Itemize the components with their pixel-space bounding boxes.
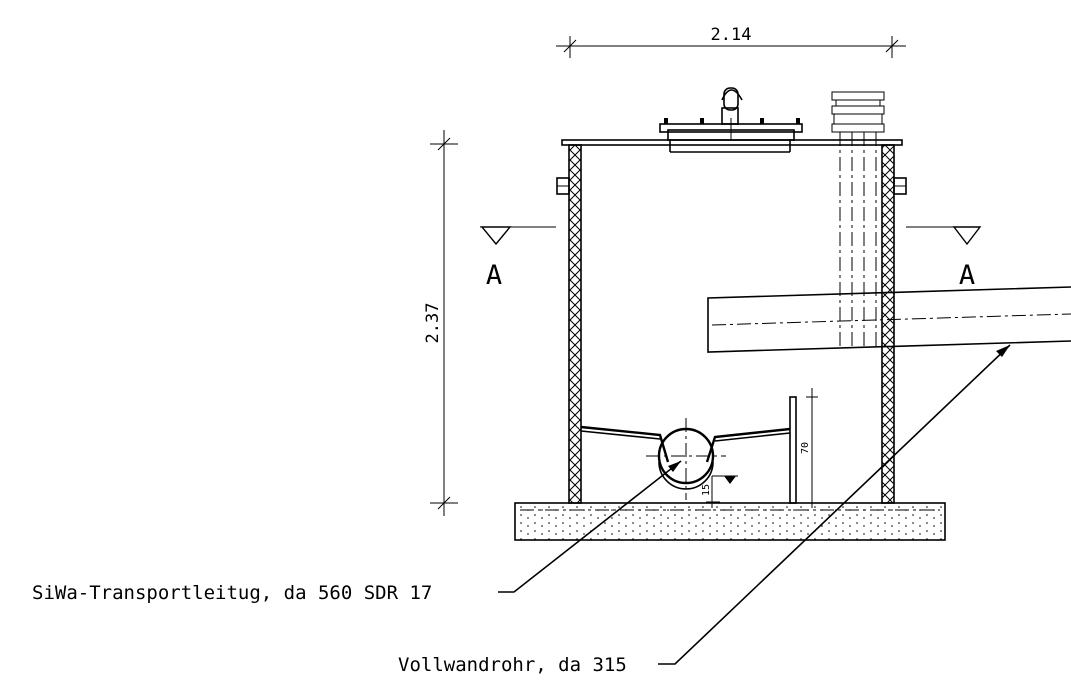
weir-wall: 70 [789, 388, 818, 508]
wall-height-label: 70 [800, 442, 811, 454]
leader-transport-pipe [498, 460, 682, 593]
manhole-cover [659, 87, 803, 153]
right-wall [881, 144, 895, 504]
left-wall [568, 144, 582, 504]
dimension-top-width: 2.14 [556, 25, 906, 58]
section-marker-right-label: A [959, 260, 975, 291]
solid-pipe-label: Vollwandrohr, da 315 [398, 654, 627, 676]
transport-pipe-label: SiWa-Transportleitug, da 560 SDR 17 [32, 582, 432, 604]
benching [580, 425, 791, 463]
inlet-pipe [707, 286, 1071, 353]
invert-marker: 15 [701, 475, 738, 508]
shaft-body [514, 139, 946, 541]
invert-offset-label: 15 [701, 484, 712, 496]
section-marker-left: A [480, 226, 556, 291]
dimension-top-width-label: 2.14 [711, 25, 752, 45]
dimension-height-label: 2.37 [423, 303, 443, 344]
section-marker-right: A [906, 226, 982, 291]
leader-solid-pipe [658, 344, 1011, 665]
vent-pipe [831, 91, 885, 350]
section-marker-left-label: A [486, 260, 502, 291]
transport-pipe-section [646, 418, 726, 500]
dimension-height: 2.37 [423, 130, 458, 516]
base-slab [514, 502, 946, 541]
